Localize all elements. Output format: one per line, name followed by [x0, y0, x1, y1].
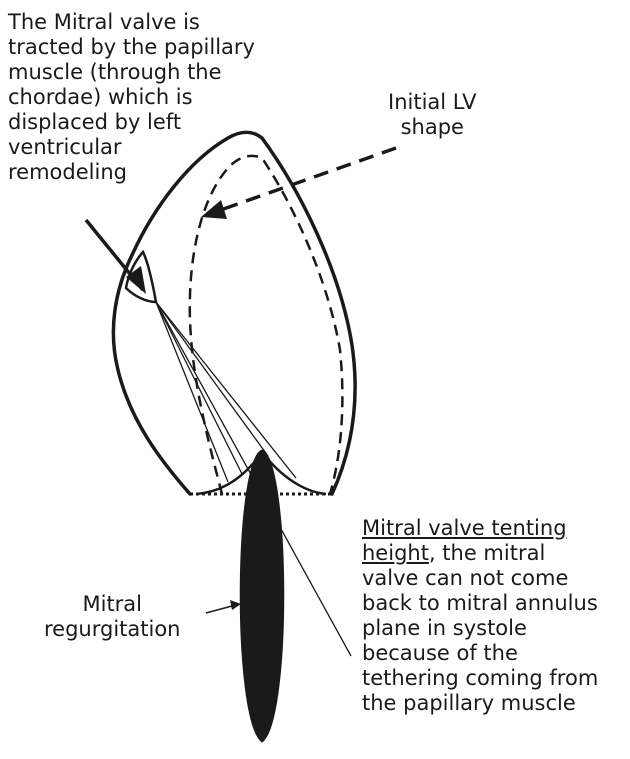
chorda — [156, 302, 268, 456]
tenting-label: Mitral valve tenting height, the mitral … — [362, 516, 598, 716]
remodeled-lv-outline — [113, 132, 355, 494]
tenting-title: Mitral valve tenting — [362, 516, 598, 541]
mitral-tract-label: The Mitral valve is tracted by the papil… — [8, 10, 255, 185]
regurgitation-line: Mitral — [44, 592, 181, 617]
tenting-line: the papillary muscle — [362, 691, 598, 716]
mitral-tract-line: ventricular — [8, 135, 255, 160]
chorda — [156, 302, 228, 482]
tenting-title-end: height — [362, 541, 429, 565]
mitral-tract-line: displaced by left — [8, 110, 255, 135]
chorda — [156, 302, 296, 478]
mitral-tract-line: tracted by the papillary — [8, 35, 255, 60]
tenting-line: because of the — [362, 641, 598, 666]
tenting-line: plane in systole — [362, 616, 598, 641]
tenting-title-row: height, the mitral — [362, 541, 598, 566]
regurgitation-label: Mitral regurgitation — [44, 592, 181, 642]
mitral-tract-line: remodeling — [8, 160, 255, 185]
mitral-tract-line: The Mitral valve is — [8, 10, 255, 35]
chorda — [156, 302, 242, 474]
tenting-line: back to mitral annulus — [362, 591, 598, 616]
regurgitation-arrow-head — [230, 600, 241, 610]
regurgitation-arrow-shaft — [206, 606, 232, 613]
tenting-line: valve can not come — [362, 566, 598, 591]
mitral-tract-line: muscle (through the — [8, 60, 255, 85]
tenting-title-suffix: , the mitral — [429, 541, 545, 565]
mitral-tract-line: chordae) which is — [8, 85, 255, 110]
initial-lv-label: Initial LV shape — [388, 90, 477, 140]
regurgitation-line: regurgitation — [44, 617, 181, 642]
tenting-line: tethering coming from — [362, 666, 598, 691]
initial-lv-line: shape — [388, 115, 477, 140]
chordae — [156, 302, 296, 482]
initial-lv-line: Initial LV — [388, 90, 477, 115]
